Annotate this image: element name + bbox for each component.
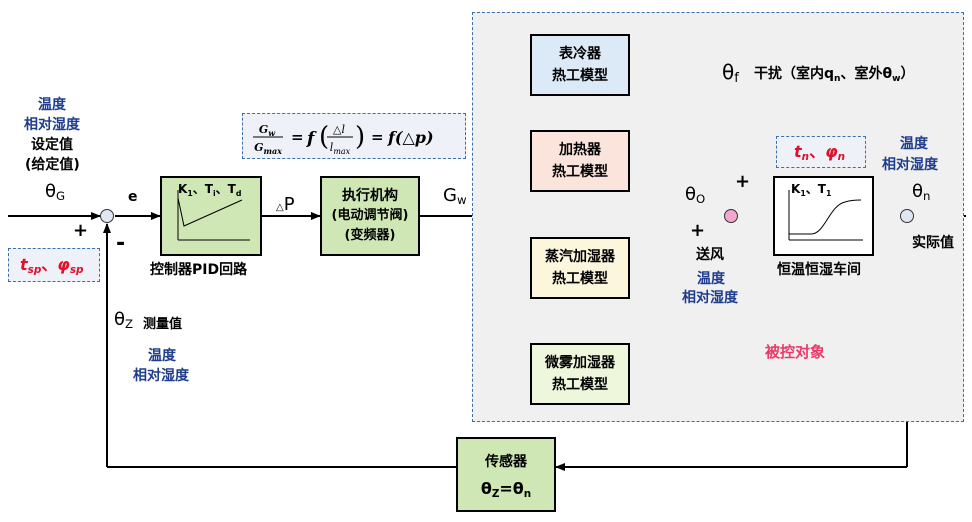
plant-tag-text: tn、φn (794, 142, 845, 163)
disturbance-summing-junction (724, 209, 738, 223)
pid-params: K1、Ti、Td (178, 182, 242, 198)
plant-params: K1、T1 (791, 182, 832, 198)
disturbance-text: 干扰（室内qn、室外θw） (754, 66, 915, 84)
svg-text:=: = (371, 128, 384, 146)
model-steam-humidifier: 蒸汽加湿器 热工模型 (530, 237, 630, 299)
model-title: 表冷器 (559, 46, 601, 62)
sensor-equation: θZ=θn (480, 479, 532, 500)
feedback-temp-label: 温度 (148, 348, 176, 364)
output-takeoff-junction (900, 209, 914, 223)
supply-plus-sign: + (690, 220, 706, 241)
model-title: 蒸汽加湿器 (545, 249, 615, 265)
svg-text:f: f (306, 129, 317, 149)
valve-formula: Gw Gmax = f ( △l lmax ) = f(△p) (253, 122, 434, 156)
delta-p-label: △P (276, 194, 295, 215)
feedback-symbol: θZ (114, 309, 134, 331)
pid-caption: 控制器PID回路 (150, 262, 248, 278)
plant-caption: 恒温恒湿车间 (777, 262, 861, 278)
supply-label: 送风 (696, 247, 724, 263)
output-rh-label: 相对湿度 (882, 157, 938, 173)
setpoint-label: 设定值 (31, 137, 73, 153)
pid-response-graph (177, 190, 250, 241)
model-title: 微雾加湿器 (545, 355, 615, 371)
model-title: 加热器 (559, 142, 601, 158)
model-surface-cooler: 表冷器 热工模型 (530, 34, 630, 96)
setpoint-summing-junction (100, 209, 114, 223)
controlled-object-label: 被控对象 (765, 343, 826, 361)
feedback-rh-label: 相对湿度 (133, 368, 189, 384)
feedback-minus-sign: - (116, 231, 126, 256)
model-subtitle: 热工模型 (552, 68, 608, 84)
svg-text:f(△p): f(△p) (387, 128, 434, 147)
sensor-title: 传感器 (485, 454, 527, 470)
setpoint-tag-text: tsp、φsp (20, 255, 84, 276)
model-mist-humidifier: 微雾加湿器 热工模型 (530, 343, 630, 405)
setpoint-tag (8, 248, 100, 282)
plant-response-graph (788, 190, 863, 241)
output-temp-label: 温度 (900, 136, 928, 152)
model-heater: 加热器 热工模型 (530, 130, 630, 192)
setpoint-plus-sign: + (73, 220, 89, 241)
valve-formula-box: Gw Gmax = f ( △l lmax ) = f(△p) (242, 113, 466, 159)
setpoint-rh-label: 相对湿度 (24, 117, 80, 133)
pid-controller-block: K1、Ti、Td (160, 176, 262, 256)
output-label: 实际值 (912, 235, 954, 251)
actuator-line1: 执行机构 (342, 188, 398, 204)
setpoint-given-label: (给定值) (25, 157, 80, 173)
svg-text:Gmax: Gmax (254, 141, 282, 156)
supply-symbol: θO (685, 184, 706, 206)
disturbance-plus-sign: + (735, 171, 751, 192)
svg-text:Gw: Gw (259, 123, 276, 138)
gw-label: Gw (443, 185, 467, 207)
actuator-line3: (变频器) (344, 228, 396, 243)
model-subtitle: 热工模型 (552, 271, 608, 287)
error-label: e (128, 189, 138, 205)
svg-text:=: = (291, 128, 304, 146)
model-subtitle: 热工模型 (552, 164, 608, 180)
output-symbol: θn (912, 181, 931, 203)
disturbance-symbol: θf (722, 60, 739, 86)
svg-text:lmax: lmax (330, 141, 351, 156)
model-subtitle: 热工模型 (552, 377, 608, 393)
feedback-label: 测量值 (143, 317, 183, 332)
svg-text:△l: △l (333, 123, 345, 136)
supply-rh-label: 相对湿度 (682, 290, 738, 306)
plant-block: K1、T1 (773, 176, 874, 256)
svg-text:(: ( (319, 122, 329, 152)
sensor-block: 传感器 θZ=θn (456, 437, 556, 512)
actuator-block: 执行机构 (电动调节阀) (变频器) (320, 176, 420, 256)
svg-text:): ) (355, 122, 365, 152)
supply-temp-label: 温度 (697, 271, 725, 287)
setpoint-symbol: θG (45, 181, 66, 203)
plant-tag (776, 136, 866, 168)
setpoint-temp-label: 温度 (38, 97, 66, 113)
actuator-line2: (电动调节阀) (331, 208, 409, 223)
